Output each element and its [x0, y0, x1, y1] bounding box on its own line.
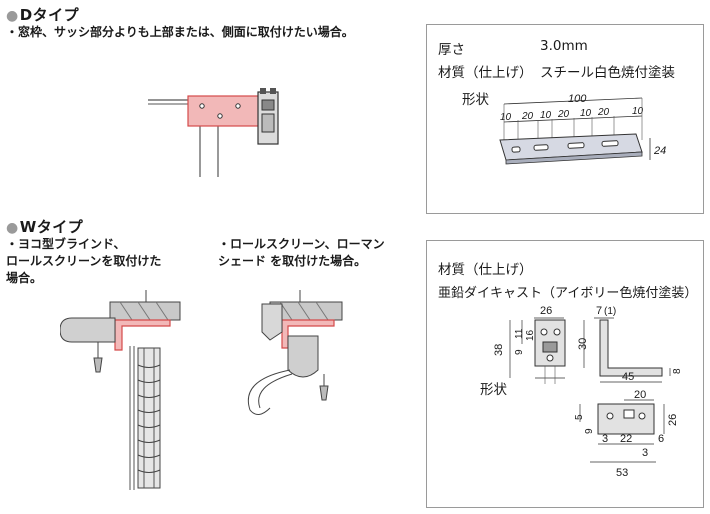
- dim-6: 6: [658, 433, 664, 445]
- w-type-note-blinds: ・ヨコ型ブラインド、 ロールスクリーンを取付けた 場合。: [6, 237, 162, 285]
- dim-seg: 10: [540, 110, 552, 121]
- w-type-note-roll: ・ロールスクリーン、ローマン シェード を取付けた場合。: [218, 237, 385, 268]
- dim-26b: 26: [667, 414, 679, 426]
- dim-20: 20: [634, 389, 646, 401]
- w-type-roll-illustration: [248, 290, 343, 415]
- dim-seg: 20: [557, 109, 570, 120]
- bracket-bottom-view: 20 5 9 26 3 22 6 3 53: [574, 389, 679, 479]
- dim-30: 30: [577, 338, 589, 350]
- material-value-2: 亜鉛ダイキャスト（アイボリー色焼付塗装）: [438, 286, 698, 301]
- d-type-note: ・窓枠、サッシ部分よりも上部または、側面に取付けたい場合。: [6, 25, 354, 39]
- bullet-icon: ●: [6, 8, 19, 24]
- d-type-title: ●Dタイプ: [6, 6, 80, 24]
- dim-22: 22: [620, 433, 632, 445]
- dim-38: 38: [493, 344, 505, 356]
- thickness-label: 厚さ: [438, 42, 465, 58]
- d-type-illustration: [148, 88, 279, 177]
- plate-drawing: 100 10 20 10 20 10 20 10 24: [499, 93, 666, 165]
- material-label: 材質（仕上げ）: [438, 65, 533, 81]
- material-value: スチール白色焼付塗装: [540, 65, 675, 81]
- shape-label-2: 形状: [480, 382, 507, 398]
- dim-seg: 10: [580, 108, 592, 119]
- thickness-value: 3.0mm: [540, 38, 588, 54]
- dim-1: (1): [604, 306, 616, 317]
- dim-45: 45: [622, 371, 634, 383]
- dim-9: 9: [514, 349, 525, 355]
- dim-3b: 3: [642, 447, 648, 459]
- dim-53: 53: [616, 467, 628, 479]
- dim-seg: 20: [521, 111, 534, 122]
- material-label-2: 材質（仕上げ）: [438, 262, 533, 278]
- dim-seg: 10: [500, 112, 512, 123]
- dim-24: 24: [653, 145, 666, 157]
- d-bracket-plate: [187, 95, 261, 127]
- bracket-side-view: 7 (1) 30 8 45: [577, 305, 683, 383]
- dim-seg: 10: [632, 106, 644, 117]
- shape-label: 形状: [462, 92, 489, 108]
- dim-16: 16: [525, 329, 536, 341]
- dim-100: 100: [568, 93, 587, 105]
- dim-9b: 9: [584, 428, 595, 434]
- dim-8: 8: [672, 368, 683, 374]
- dim-11: 11: [514, 328, 525, 339]
- dim-5: 5: [574, 414, 585, 420]
- dim-3a: 3: [602, 433, 608, 445]
- bracket-front-view: 26 38 11 9 16: [493, 305, 566, 384]
- dim-seg: 20: [597, 107, 610, 118]
- dim-26: 26: [540, 305, 552, 317]
- w-type-title: ●Wタイプ: [6, 218, 84, 236]
- w-type-blind-illustration: [60, 290, 181, 490]
- bullet-icon: ●: [6, 220, 19, 236]
- dim-7: 7: [596, 305, 602, 317]
